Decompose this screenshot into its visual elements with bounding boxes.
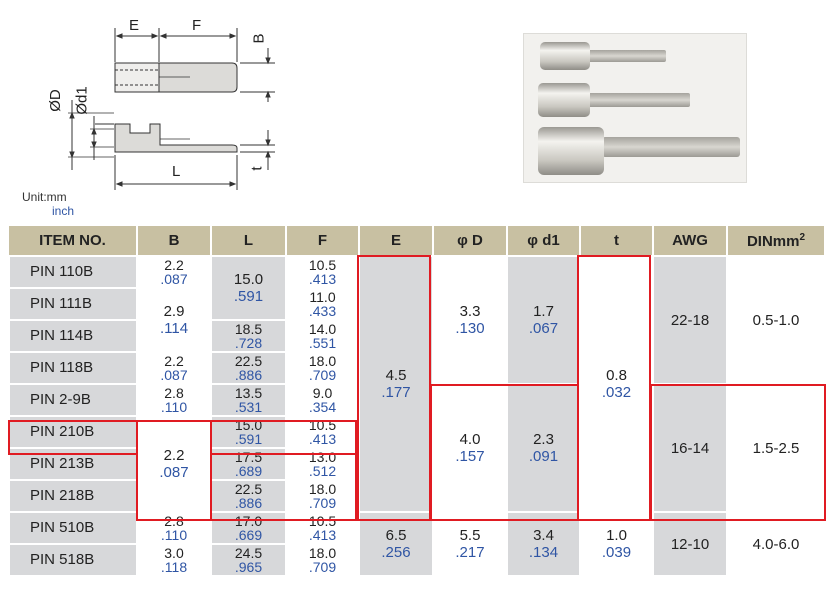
label-B: B xyxy=(250,33,268,44)
l-cell: 17.0.669 xyxy=(210,511,287,545)
header-t: t xyxy=(580,226,654,256)
table-row: PIN 114B 18.5.728 14.0.551 xyxy=(8,319,825,353)
item-cell: PIN 210B xyxy=(8,415,138,449)
b-cell: 2.2.087 xyxy=(136,255,212,289)
item-cell: PIN 518B xyxy=(8,543,138,577)
l-cell: 24.5.965 xyxy=(210,543,287,577)
label-E: E xyxy=(129,17,140,34)
table-row: PIN 110B 2.2.087 15.0.591 10.5.413 4.5.1… xyxy=(8,255,826,513)
table-row: PIN 111B 2.9.114 11.0.433 xyxy=(8,287,825,353)
l-cell: 22.5.886 xyxy=(210,351,287,385)
header-AWG: AWG xyxy=(653,226,728,256)
f-cell: 10.5.413 xyxy=(285,255,360,289)
l-cell: 13.5.531 xyxy=(210,383,287,417)
din-cell: 4.0-6.0 xyxy=(726,511,826,577)
din-cell: 0.5-1.0 xyxy=(726,255,826,385)
item-cell: PIN 213B xyxy=(8,447,138,481)
f-cell: 14.0.551 xyxy=(285,319,360,353)
b-cell: 3.0.118 xyxy=(136,543,212,577)
l-cell: 22.5.886 xyxy=(210,479,287,513)
b-cell: 2.8.110 xyxy=(136,511,212,545)
f-cell: 13.0.512 xyxy=(285,447,360,481)
header-item: ITEM NO. xyxy=(9,226,138,256)
header-L: L xyxy=(211,226,287,256)
f-cell: 18.0.709 xyxy=(285,479,360,513)
label-F: F xyxy=(192,17,202,34)
header-d1: φ d1 xyxy=(507,226,581,256)
f-cell: 10.5.413 xyxy=(285,511,360,545)
l-cell: 18.5.728 xyxy=(210,319,287,353)
unit-mm-label: Unit:mm xyxy=(22,190,67,204)
b-cell: 2.2.087 xyxy=(136,351,212,385)
item-cell: PIN 114B xyxy=(8,319,138,353)
b-cell: 2.9.114 xyxy=(136,287,212,353)
header-D: φ D xyxy=(433,226,508,256)
pin-terminal-photo xyxy=(523,33,747,183)
l-cell: 15.0.591 xyxy=(210,415,287,449)
f-cell: 10.5.413 xyxy=(285,415,360,449)
d-cell: 5.5.217 xyxy=(432,511,508,577)
d-cell: 3.3.130 xyxy=(432,255,508,385)
e-cell: 4.5.177 xyxy=(358,255,434,513)
awg-cell: 12-10 xyxy=(652,511,728,577)
header-F: F xyxy=(286,226,360,256)
d1-cell: 1.7.067 xyxy=(506,255,581,385)
din-cell: 1.5-2.5 xyxy=(726,383,826,513)
f-cell: 18.0.709 xyxy=(285,351,360,385)
b-cell: 2.8.110 xyxy=(136,383,212,417)
t-cell: 1.0.039 xyxy=(579,511,654,577)
d1-cell: 3.4.134 xyxy=(506,511,581,577)
l-cell: 17.5.689 xyxy=(210,447,287,481)
item-cell: PIN 218B xyxy=(8,479,138,513)
label-L: L xyxy=(172,163,181,180)
t-cell: 0.8.032 xyxy=(579,255,654,513)
header-DIN: DINmm2 xyxy=(727,226,826,256)
table-row: PIN 2-9B 2.8.110 13.5.531 9.0.354 4.0.15… xyxy=(8,383,826,513)
dimension-drawing xyxy=(68,28,275,190)
header-E: E xyxy=(359,226,434,256)
table-row: PIN 510B 2.8.110 17.0.669 10.5.413 6.5.2… xyxy=(8,511,826,577)
header-row: ITEM NO. B L F E φ D φ d1 t AWG DINmm2 xyxy=(9,226,826,256)
f-cell: 11.0.433 xyxy=(285,287,360,321)
label-t: t xyxy=(248,166,266,171)
item-cell: PIN 2-9B xyxy=(8,383,138,417)
f-cell: 9.0.354 xyxy=(285,383,360,417)
d1-cell: 2.3.091 xyxy=(506,383,581,513)
table-row: PIN 518B 3.0.118 24.5.965 18.0.709 xyxy=(8,543,825,577)
unit-inch-label: inch xyxy=(52,204,75,218)
label-d1: Ød1 xyxy=(73,86,91,115)
b-cell: 2.2.087 xyxy=(136,415,212,513)
item-cell: PIN 118B xyxy=(8,351,138,385)
item-cell: PIN 110B xyxy=(8,255,138,289)
header-B: B xyxy=(137,226,212,256)
f-cell: 18.0.709 xyxy=(285,543,360,577)
item-cell: PIN 111B xyxy=(8,287,138,321)
e-cell: 6.5.256 xyxy=(358,511,434,577)
table-row: PIN 118B 2.2.087 22.5.886 18.0.709 xyxy=(8,351,825,385)
awg-cell: 16-14 xyxy=(652,383,728,513)
item-cell: PIN 510B xyxy=(8,511,138,545)
label-D: ØD xyxy=(46,89,64,112)
awg-cell: 22-18 xyxy=(652,255,728,385)
d-cell: 4.0.157 xyxy=(432,383,508,513)
spec-table: ITEM NO. B L F E φ D φ d1 t AWG DINmm2 P… xyxy=(8,226,826,577)
l-cell: 15.0.591 xyxy=(210,255,287,321)
